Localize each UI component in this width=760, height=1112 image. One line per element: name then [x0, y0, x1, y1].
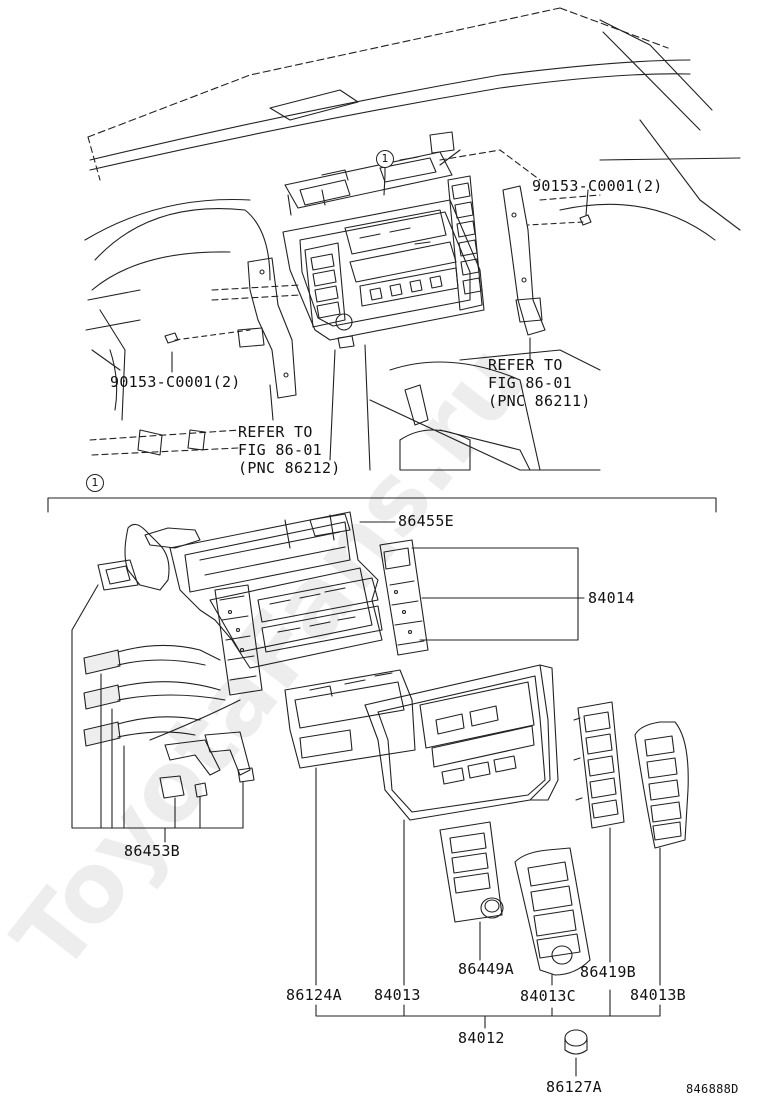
part-86124A: 86124A	[286, 986, 342, 1004]
refer-left-line-1: REFER TO	[238, 423, 313, 441]
part-84013: 84013	[374, 986, 421, 1004]
refer-right-line-2: FIG 86-01	[488, 374, 572, 392]
part-86419B: 86419B	[580, 963, 636, 981]
part-84014: 84014	[588, 589, 635, 607]
section-bracket	[47, 497, 717, 513]
callout-1-section: 1	[86, 474, 104, 492]
bolt-label-left: 90153-C0001(2)	[110, 373, 241, 391]
part-86127A: 86127A	[546, 1078, 602, 1096]
part-86455E: 86455E	[398, 512, 454, 530]
part-86449A: 86449A	[458, 960, 514, 978]
dashboard-overview	[84, 7, 741, 471]
figure-id: 846888D	[686, 1082, 739, 1096]
callout-1-top: 1	[376, 150, 394, 168]
refer-left-line-3: (PNC 86212)	[238, 459, 341, 477]
exploded-view	[71, 511, 689, 1077]
part-86453B: 86453B	[124, 842, 180, 860]
refer-right-line-1: REFER TO	[488, 356, 563, 374]
part-84013B: 84013B	[630, 986, 686, 1004]
part-84012: 84012	[458, 1029, 505, 1047]
refer-right-line-3: (PNC 86211)	[488, 392, 591, 410]
part-84013C: 84013C	[520, 987, 576, 1005]
bolt-label-right: 90153-C0001(2)	[532, 177, 663, 195]
refer-left-line-2: FIG 86-01	[238, 441, 322, 459]
